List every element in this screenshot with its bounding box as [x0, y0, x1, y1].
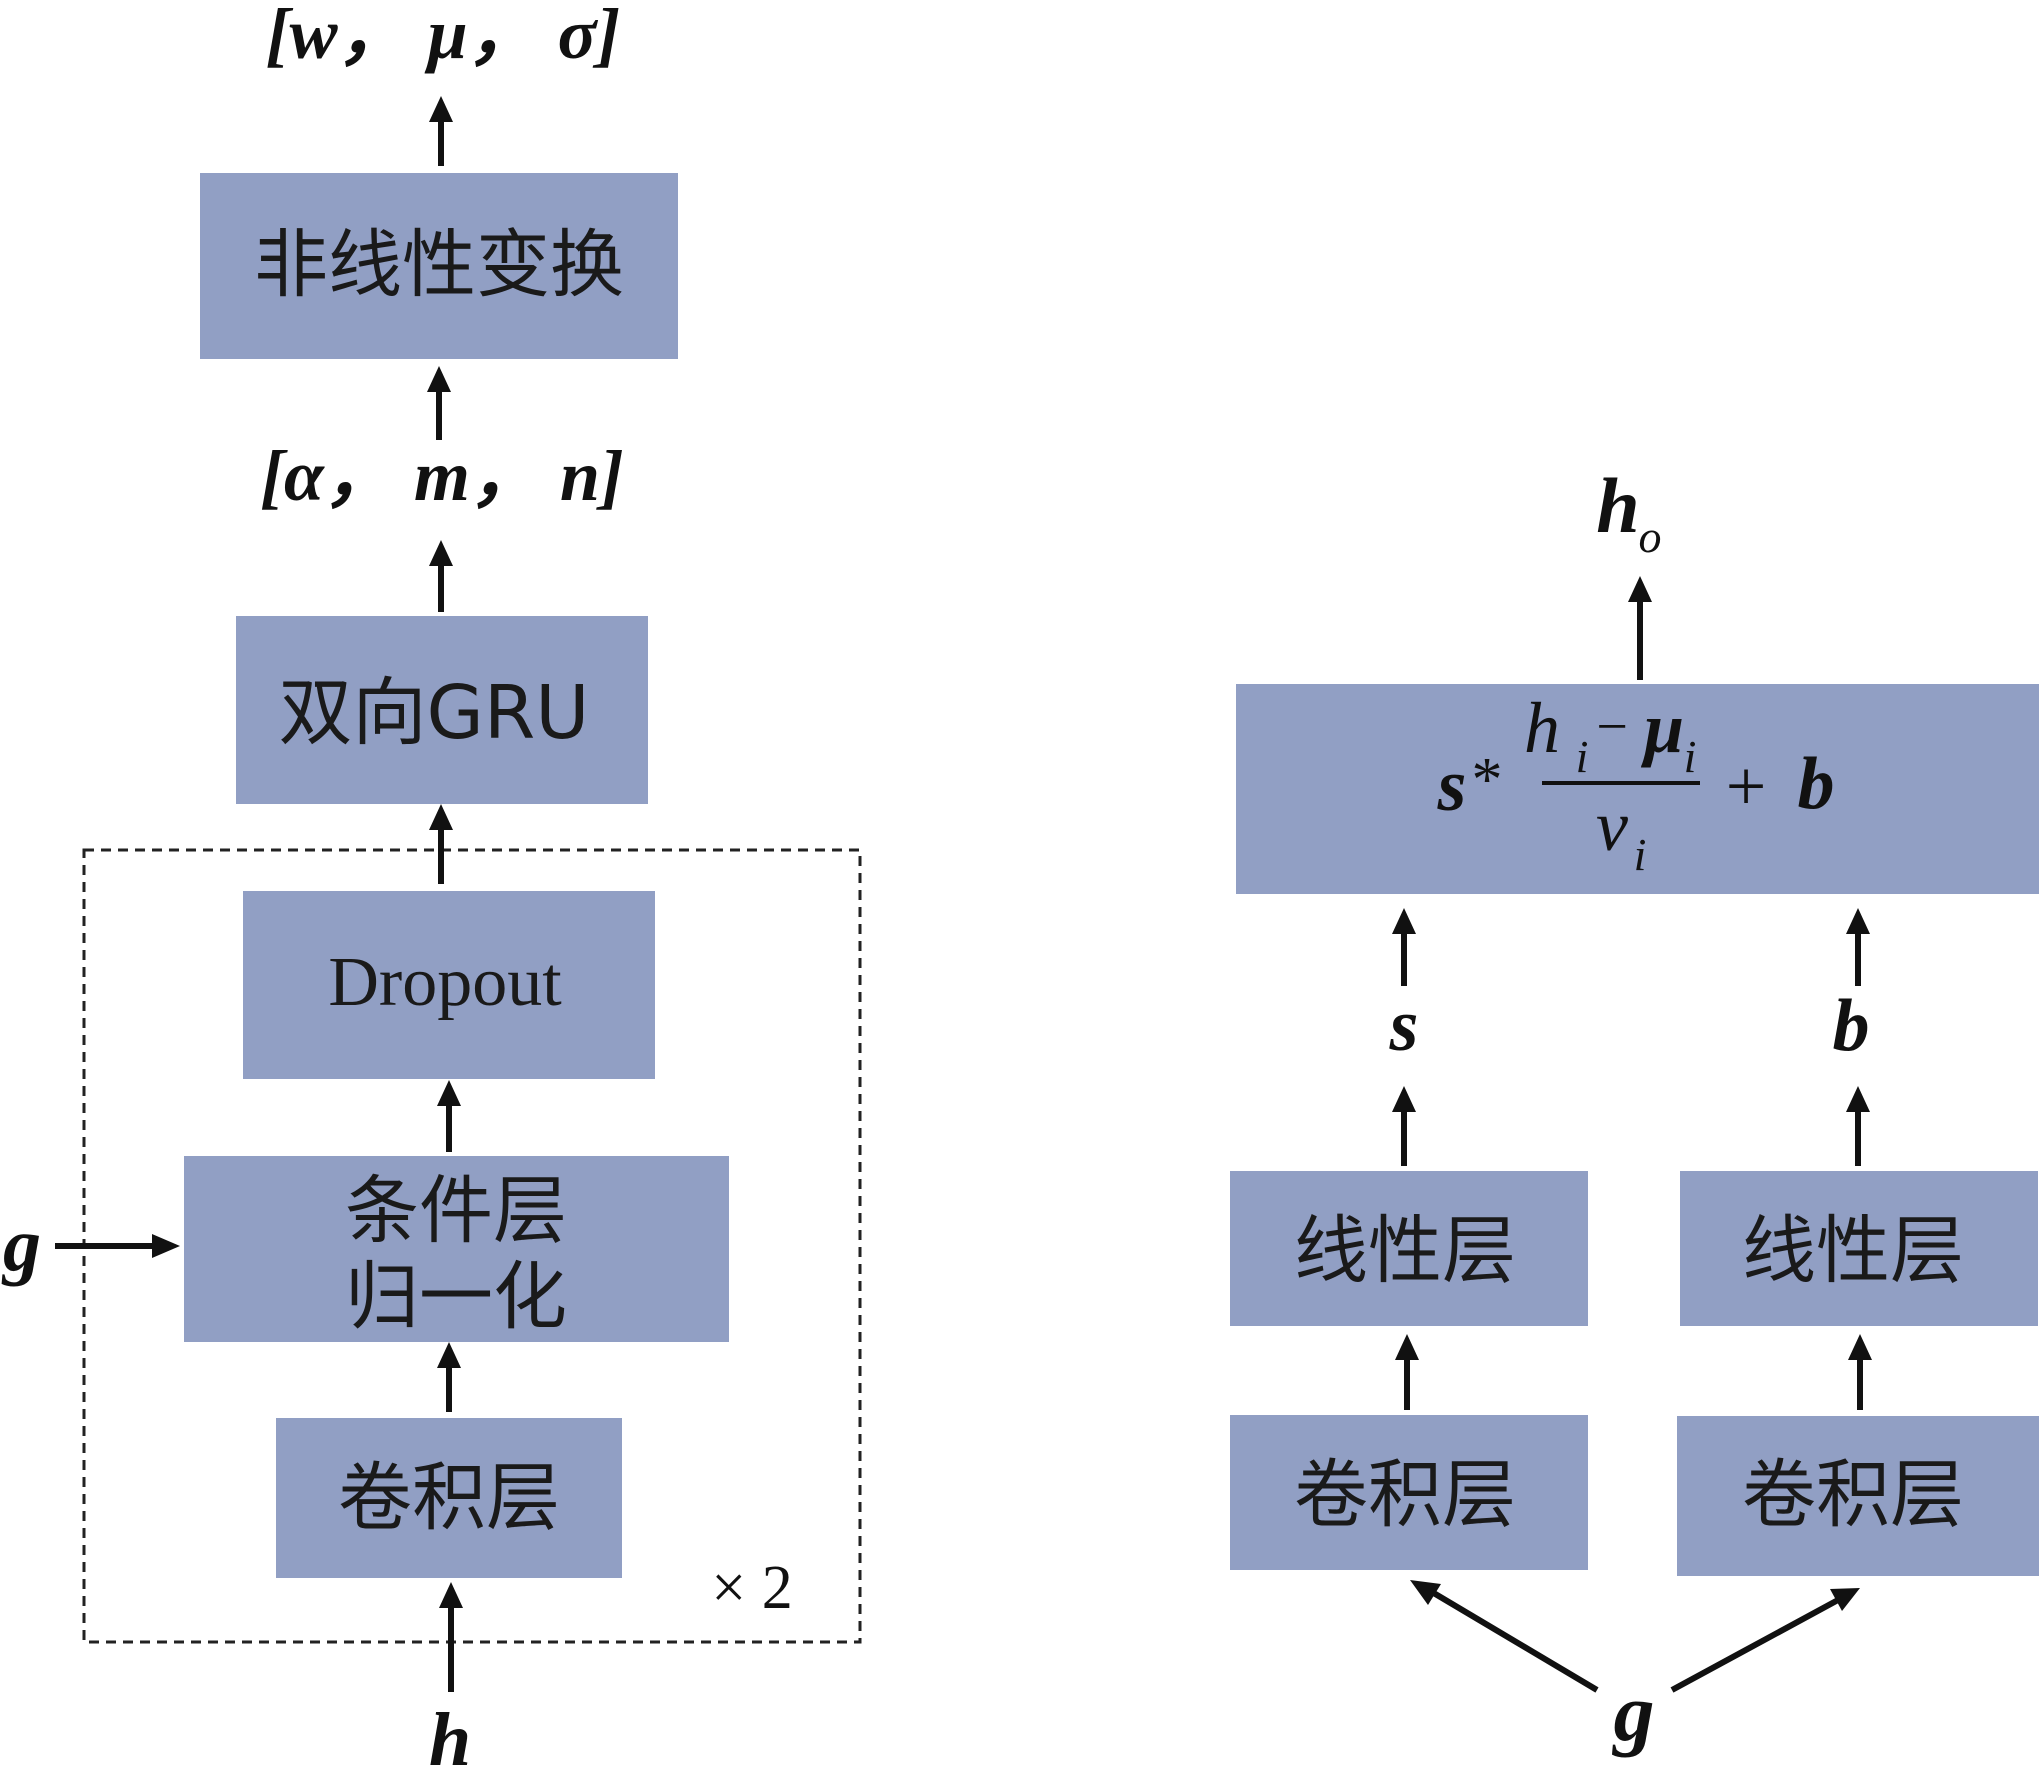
- repeat-count-label: × 2: [711, 1554, 792, 1622]
- nonlinear-transform-label: 非线性变换: [254, 222, 624, 308]
- arrow-g-to-cln: [55, 1234, 180, 1258]
- formula-num-h: h: [1524, 688, 1560, 768]
- bigru-box: [236, 616, 648, 804]
- arrow-g-to-conv-right: [1670, 1588, 1860, 1693]
- arrow-linear-right-to-b: [1846, 1086, 1870, 1166]
- linear-layer-box-right: [1680, 1171, 2038, 1326]
- formula-den-sub: i: [1634, 829, 1647, 880]
- arrow-dropout-to-bigru: [429, 804, 453, 884]
- arrow-conv-to-linear-left: [1395, 1334, 1419, 1410]
- formula-plus: +: [1726, 746, 1767, 826]
- conv-layer-label-left: 卷积层: [338, 1455, 560, 1541]
- nonlinear-transform-box: [200, 173, 678, 359]
- formula-times: *: [1472, 746, 1503, 814]
- scale-s-label: s: [1389, 985, 1419, 1067]
- arrow-h-to-conv: [439, 1582, 463, 1692]
- output-ho-sub: o: [1639, 511, 1662, 562]
- bigru-label: 双向GRU: [279, 670, 590, 756]
- arrow-conv-to-cln: [437, 1342, 461, 1412]
- linear-layer-label-left: 线性层: [1294, 1208, 1516, 1294]
- cln-label-line2: 归一化: [345, 1254, 567, 1340]
- conv-layer-box-left: [276, 1418, 622, 1578]
- intermediate-params-label: [α， m， n]: [260, 436, 624, 516]
- conv-layer-label-right-b: 卷积层: [1742, 1452, 1964, 1538]
- arrow-linear-left-to-s: [1392, 1086, 1416, 1166]
- output-params-label: [w， μ， σ]: [266, 0, 621, 74]
- conv-layer-box-right-b: [1677, 1416, 2039, 1576]
- arrow-conv-to-linear-right: [1848, 1334, 1872, 1410]
- formula-num-mu: μ: [1640, 688, 1684, 768]
- conv-layer-box-right-a: [1230, 1415, 1588, 1570]
- formula-num-h-sub: i: [1576, 731, 1589, 782]
- normalization-formula-box: [1236, 684, 2039, 894]
- arrow-s-to-formula: [1392, 908, 1416, 986]
- conditional-layernorm-box: [184, 1156, 729, 1342]
- input-g-label-right: g: [1612, 1667, 1655, 1758]
- formula-bias: b: [1798, 743, 1835, 825]
- formula-scale: s: [1437, 745, 1467, 827]
- cln-label-line1: 条件层: [345, 1168, 567, 1254]
- normalization-formula: s * h i − μ i v i + b: [1437, 688, 1835, 880]
- arrow-cln-to-dropout: [437, 1080, 461, 1152]
- input-g-label-left: g: [1, 1203, 41, 1287]
- formula-num-mu-sub: i: [1684, 731, 1697, 782]
- linear-layer-label-right: 线性层: [1742, 1208, 1964, 1294]
- formula-den-v: v: [1596, 786, 1628, 866]
- formula-minus: −: [1596, 696, 1628, 758]
- output-ho-label: h: [1596, 462, 1639, 549]
- linear-layer-box-left: [1230, 1171, 1588, 1326]
- arrow-to-nonlinear: [427, 366, 451, 440]
- arrow-b-to-formula: [1846, 908, 1870, 986]
- arrow-to-output: [429, 96, 453, 166]
- arrow-g-to-conv-left: [1410, 1580, 1599, 1693]
- dropout-box: [243, 891, 655, 1079]
- conv-layer-label-right-a: 卷积层: [1294, 1452, 1516, 1538]
- arrow-formula-to-output: [1628, 576, 1652, 680]
- bias-b-label: b: [1833, 985, 1870, 1067]
- arrow-bigru-to-params: [429, 540, 453, 612]
- input-h-label: h: [429, 1698, 471, 1766]
- dropout-label: Dropout: [328, 944, 562, 1021]
